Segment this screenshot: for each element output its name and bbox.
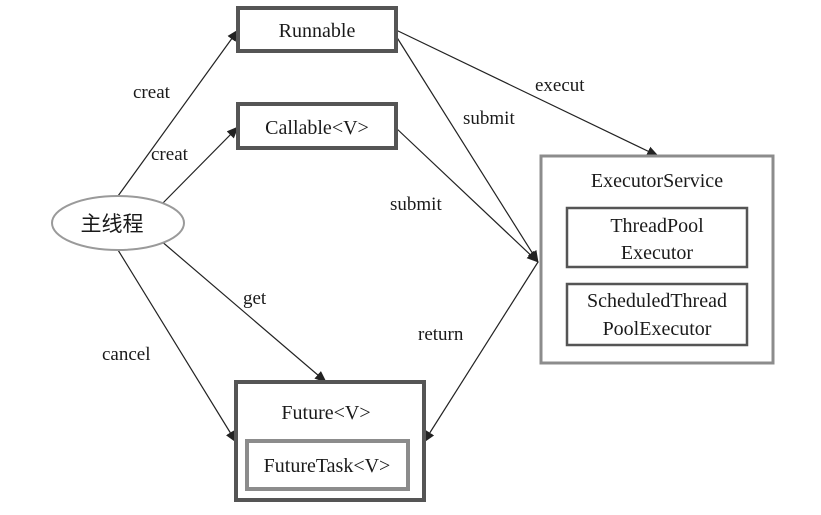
arrow-creat-runnable (117, 29, 239, 197)
scheduled-executor-label-line2: PoolExecutor (603, 318, 712, 340)
callable-node (236, 102, 398, 150)
edge-label-submit-runnable: submit (463, 108, 515, 129)
arrow-submit-callable (395, 127, 539, 263)
edge-label-execut: execut (535, 75, 585, 96)
arrow-submit-runnable (395, 35, 539, 263)
thread-pool-executor-node (565, 206, 749, 269)
edge-label-creat-runnable: creat (133, 82, 171, 103)
arrow-creat-callable (159, 126, 239, 207)
main-thread-label: 主线程 (81, 212, 144, 236)
scheduled-executor-node (565, 282, 749, 347)
thread-pool-executor-label-line2: Executor (621, 242, 694, 264)
scheduled-executor-label-line1: ScheduledThread (587, 290, 727, 312)
future-task-label: FutureTask<V> (264, 455, 391, 477)
future-task-node (245, 439, 410, 491)
runnable-label: Runnable (279, 20, 356, 42)
thread-pool-executor-label-line1: ThreadPool (610, 215, 704, 237)
arrow-cancel (117, 249, 237, 443)
edge-label-get: get (243, 288, 267, 309)
runnable-node (236, 6, 398, 53)
edge-label-return: return (418, 324, 464, 345)
edge-label-submit-callable: submit (390, 194, 442, 215)
arrow-execut (395, 29, 659, 157)
future-label: Future<V> (281, 402, 370, 424)
edges (117, 29, 659, 443)
arrow-get (159, 239, 327, 383)
executor-service-label: ExecutorService (591, 170, 723, 192)
main-thread-node (51, 195, 185, 251)
edge-label-cancel: cancel (102, 344, 151, 365)
callable-label: Callable<V> (265, 117, 369, 139)
edge-label-creat-callable: creat (151, 144, 189, 165)
arrow-return (423, 261, 539, 443)
